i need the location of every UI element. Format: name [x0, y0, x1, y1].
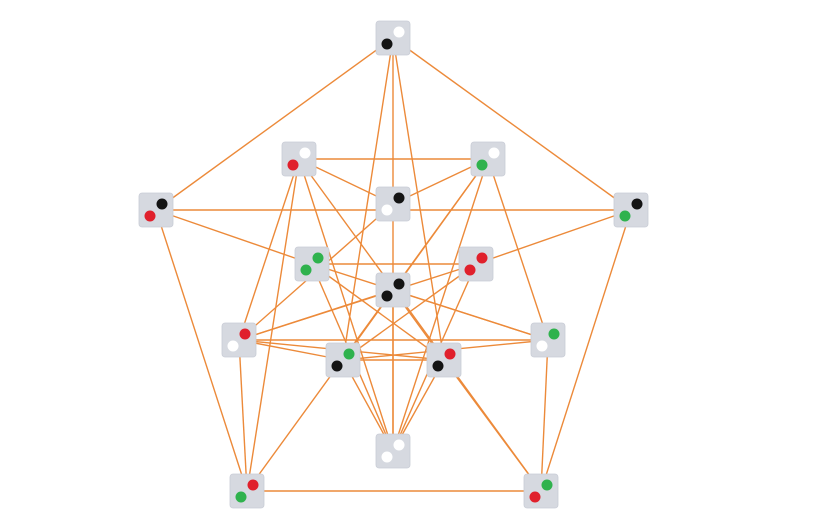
dot-black-upper — [156, 198, 168, 210]
node-box — [470, 141, 506, 177]
node-n6 — [613, 192, 649, 228]
node-box — [138, 192, 174, 228]
dot-red-upper — [239, 328, 251, 340]
node-box — [325, 342, 361, 378]
edge-n9-n11 — [392, 289, 549, 341]
edge-n2-n10 — [238, 158, 300, 341]
node-box — [221, 322, 257, 358]
node-n9 — [375, 272, 411, 308]
dot-black-upper — [631, 198, 643, 210]
node-box — [523, 473, 559, 509]
node-n13 — [426, 342, 462, 378]
node-box — [375, 20, 411, 56]
edge-n1-n13 — [392, 37, 445, 361]
edge-n6-n16 — [540, 209, 632, 492]
node-layer — [138, 20, 649, 509]
dot-black-lower — [381, 290, 393, 302]
node-n10 — [221, 322, 257, 358]
node-box — [375, 433, 411, 469]
node-box — [458, 246, 494, 282]
node-n8 — [458, 246, 494, 282]
dot-black-upper — [393, 278, 405, 290]
dot-white-lower — [536, 340, 548, 352]
edge-n3-n11 — [487, 158, 549, 341]
node-n2 — [281, 141, 317, 177]
node-box — [530, 322, 566, 358]
node-n16 — [523, 473, 559, 509]
node-n3 — [470, 141, 506, 177]
node-box — [229, 473, 265, 509]
dot-red-upper — [476, 252, 488, 264]
dot-white-upper — [299, 147, 311, 159]
edge-n15-n2 — [246, 158, 300, 492]
dot-black-lower — [381, 38, 393, 50]
dot-white-lower — [381, 204, 393, 216]
edge-n16-n11 — [540, 339, 549, 492]
dot-green-lower — [476, 159, 488, 171]
dot-white-upper — [488, 147, 500, 159]
node-box — [375, 186, 411, 222]
node-n7 — [294, 246, 330, 282]
dot-black-lower — [432, 360, 444, 372]
dot-white-upper — [393, 439, 405, 451]
node-n5 — [375, 186, 411, 222]
node-n15 — [229, 473, 265, 509]
node-n14 — [375, 433, 411, 469]
edge-n16-n2 — [298, 158, 542, 492]
edge-n1-n4 — [155, 37, 394, 211]
node-n4 — [138, 192, 174, 228]
dot-green-lower — [235, 491, 247, 503]
node-n12 — [325, 342, 361, 378]
dot-black-lower — [331, 360, 343, 372]
dot-green-upper — [541, 479, 553, 491]
dot-white-lower — [227, 340, 239, 352]
dot-green-lower — [300, 264, 312, 276]
dot-red-lower — [529, 491, 541, 503]
dot-green-upper — [312, 252, 324, 264]
edge-n1-n6 — [392, 37, 632, 211]
node-box — [294, 246, 330, 282]
edge-n1-n12 — [342, 37, 394, 361]
edge-n9-n10 — [238, 289, 394, 341]
node-n11 — [530, 322, 566, 358]
node-n1 — [375, 20, 411, 56]
dot-green-upper — [548, 328, 560, 340]
dot-white-upper — [393, 26, 405, 38]
dot-green-upper — [343, 348, 355, 360]
dot-red-lower — [287, 159, 299, 171]
node-box — [281, 141, 317, 177]
dot-red-upper — [444, 348, 456, 360]
dot-white-lower — [381, 451, 393, 463]
node-box — [375, 272, 411, 308]
dot-red-lower — [464, 264, 476, 276]
dot-black-upper — [393, 192, 405, 204]
edge-layer — [155, 37, 632, 492]
edge-n4-n15 — [155, 209, 248, 492]
node-box — [613, 192, 649, 228]
edge-n6-n8 — [475, 209, 632, 265]
dot-red-upper — [247, 479, 259, 491]
dot-green-lower — [619, 210, 631, 222]
edge-n4-n7 — [155, 209, 313, 265]
node-box — [426, 342, 462, 378]
edge-n15-n10 — [238, 339, 248, 492]
dot-red-lower — [144, 210, 156, 222]
